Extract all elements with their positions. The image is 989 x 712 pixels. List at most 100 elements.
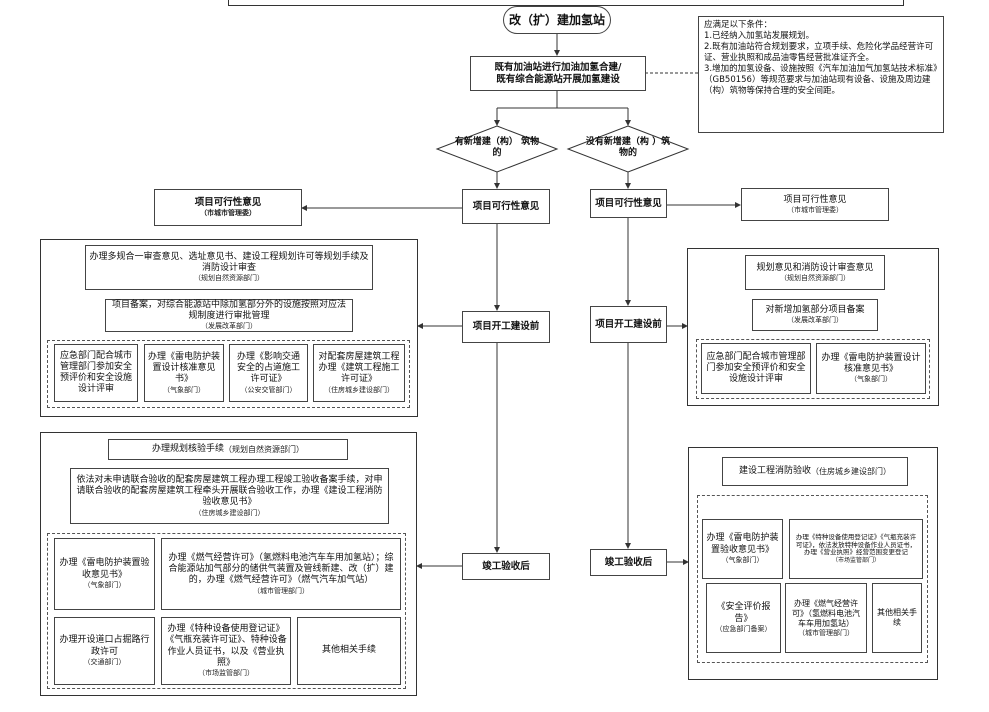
left-completion-subgroup <box>47 533 406 689</box>
left-completion-lightning-dept: （气象部门） <box>83 580 126 589</box>
left-completion-other: 其他相关手续 <box>297 617 401 685</box>
main-process-box: 既有加油站进行加油加氢合建/ 既有综合能源站开展加氢建设 <box>470 56 646 91</box>
right-completion-lightning: 办理《雷电防护装置验收意见书》 （气象部门） <box>702 519 783 579</box>
decision-right-line2: ）筑物的 <box>618 137 671 159</box>
right-build-lightning-dept: （气象部门） <box>850 375 892 384</box>
left-stage-start-build-label: 项目开工建设前 <box>472 321 540 333</box>
top-frame-edge <box>228 0 904 6</box>
left-completion-special-text: 办理《特种设备使用登记证》《气瓶充装许可证》、特种设备作业人员证书，以及《营业执… <box>165 624 287 668</box>
left-build-filing-text: 项目备案，对综合能源站中除加氢部分外的设施按照对应法规制度进行审批管理 <box>111 299 346 322</box>
left-stage-start-build: 项目开工建设前 <box>462 311 550 343</box>
left-completion-other-text: 其他相关手续 <box>321 645 376 656</box>
right-build-lightning-text: 办理《雷电防护装置设计核准意见书》 <box>821 352 921 375</box>
condition-3: 3.增加的加氢设备、设施按照《汽车加油加气加氢站技术标准》（GB50156）等规… <box>704 64 938 97</box>
left-build-safety: 应急部门配合城市管理部门参加安全预评价和安全设施设计评审 <box>54 344 138 402</box>
right-completion-lightning-dept: （气象部门） <box>721 555 764 564</box>
left-completion-special-dept: （市场监管部门） <box>198 669 254 678</box>
right-build-safety-text: 应急部门配合城市管理部门参加安全预评价和安全设施设计评审 <box>706 351 806 385</box>
right-completion-other-text: 其他相关手续 <box>877 608 917 627</box>
main-line1: 既有加油站进行加油加氢合建/ <box>494 61 622 73</box>
start-label: 改（扩）建加氢站 <box>508 12 605 27</box>
condition-1: 1.已经纳入加氢站发展规划。 <box>704 31 815 42</box>
right-build-filing: 对新增加氢部分项目备案 （发展改革部门） <box>752 299 878 331</box>
right-build-planning-text: 规划意见和消防设计审查意见 <box>756 262 874 273</box>
left-stage-feasibility: 项目可行性意见 <box>462 189 550 224</box>
left-build-lightning-text: 办理《雷电防护装置设计核准意见书》 <box>148 351 221 385</box>
left-completion-verify: 办理规划核验手续 （规划自然资源部门） <box>108 439 348 460</box>
right-build-planning-dept: （规划自然资源部门） <box>780 273 850 282</box>
right-build-safety: 应急部门配合城市管理部门参加安全预评价和安全设施设计评审 <box>701 343 811 394</box>
left-build-planning: 办理多规合一审查意见、选址意见书、建设工程规划许可等规划手续及消防设计审查 （规… <box>85 245 373 290</box>
left-stage-completion: 竣工验收后 <box>462 553 550 580</box>
left-completion-special: 办理《特种设备使用登记证》《气瓶充装许可证》、特种设备作业人员证书，以及《营业执… <box>161 617 291 685</box>
left-completion-verify-text: 办理规划核验手续 <box>151 443 224 454</box>
left-completion-lightning: 办理《雷电防护装置验收意见书》 （气象部门） <box>54 538 155 610</box>
left-completion-road: 办理开设道口占掘路行政许可 （交通部门） <box>54 617 155 685</box>
decision-left-line1: 有新增建（构） <box>454 137 518 147</box>
right-build-lightning: 办理《雷电防护装置设计核准意见书》 （气象部门） <box>816 343 926 394</box>
decision-diamond-right <box>566 125 690 173</box>
left-build-traffic: 办理《影响交通安全的占道施工许可证》 （公安交管部门） <box>229 344 308 402</box>
main-line2: 既有综合能源站开展加氢建设 <box>496 73 620 85</box>
left-completion-gas-text: 办理《燃气经营许可》（氢燃料电池汽车车用加氢站）；综合能源站加气部分的储供气装置… <box>168 552 394 586</box>
left-completion-verify-dept: （规划自然资源部门） <box>224 444 304 454</box>
right-completion-special: 办理《特种设备使用登记证》《气瓶充装许可证》，依法发放特种设备作业人员证书，办理… <box>789 519 923 579</box>
right-feasibility-box: 项目可行性意见 （市城市管理委） <box>741 188 889 221</box>
left-build-planning-dept: （规划自然资源部门） <box>194 274 264 283</box>
decision-diamond-left <box>435 125 559 173</box>
left-completion-acceptance-text: 依法对未申请联合验收的配套房屋建筑工程办理工程竣工验收备案手续，对申请联合验收的… <box>76 474 383 508</box>
left-build-lightning-dept: （气象部门） <box>163 385 205 394</box>
left-build-filing: 项目备案，对综合能源站中除加氢部分外的设施按照对应法规制度进行审批管理 （发展改… <box>105 299 353 332</box>
right-build-filing-dept: （发展改革部门） <box>787 316 843 325</box>
left-feasibility-title: 项目可行性意见 <box>194 197 262 209</box>
conditions-title: 应满足以下条件： <box>704 20 773 30</box>
left-build-subgroup <box>47 340 410 408</box>
left-build-safety-text: 应急部门配合城市管理部门参加安全预评价和安全设施设计评审 <box>59 350 132 395</box>
left-build-traffic-text: 办理《影响交通安全的占道施工许可证》 <box>236 351 300 385</box>
right-build-filing-text: 对新增加氢部分项目备案 <box>765 305 865 315</box>
left-completion-gas: 办理《燃气经营许可》（氢燃料电池汽车车用加氢站）；综合能源站加气部分的储供气装置… <box>161 538 401 610</box>
right-completion-lightning-text: 办理《雷电防护装置验收意见书》 <box>706 533 779 555</box>
right-completion-fire: 建设工程消防验收 （住房城乡建设部门） <box>722 457 908 486</box>
conditions-box: 应满足以下条件： 1.已经纳入加氢站发展规划。 2.既有加油站符合规划要求，立项… <box>698 16 944 133</box>
right-completion-safety-report: 《安全评价报告》 （应急部门备案） <box>706 583 781 653</box>
start-terminal: 改（扩）建加氢站 <box>503 6 611 34</box>
left-build-planning-text: 办理多规合一审查意见、选址意见书、建设工程规划许可等规划手续及消防设计审查 <box>89 251 369 274</box>
left-stage-completion-label: 竣工验收后 <box>482 560 530 572</box>
right-completion-safety-report-dept: （应急部门备案） <box>715 624 772 633</box>
decision-left-line2: 筑物的 <box>492 137 540 159</box>
decision-right-line1: 没有新增建（构 <box>585 137 649 147</box>
left-stage-feasibility-label: 项目可行性意见 <box>472 200 540 212</box>
left-build-filing-dept: （发展改革部门） <box>201 322 257 331</box>
decision-left-text: 有新增建（构） 筑物的 <box>451 137 543 160</box>
decision-right-text: 没有新增建（构 ）筑物的 <box>582 137 674 160</box>
left-completion-lightning-text: 办理《雷电防护装置验收意见书》 <box>59 558 150 580</box>
left-completion-gas-dept: （城市管理部门） <box>253 586 309 595</box>
right-feasibility-dept: （市城市管理委） <box>787 205 843 214</box>
right-completion-gas: 办理《燃气经营许可》（氢燃料电池汽车车用加氢站） （城市管理部门） <box>785 583 867 653</box>
right-build-subgroup <box>696 339 930 399</box>
left-build-traffic-dept: （公安交管部门） <box>240 385 297 394</box>
left-build-construction-text: 对配套房屋建筑工程办理《建筑工程施工许可证》 <box>318 351 400 385</box>
right-stage-start-build: 项目开工建设前 <box>590 306 667 343</box>
right-stage-feasibility: 项目可行性意见 <box>590 189 667 218</box>
condition-2: 2.既有加油站符合规划要求，立项手续、危险化学品经营许可证、营业执照和成品油零售… <box>704 42 934 64</box>
left-feasibility-box: 项目可行性意见 （市城市管理委） <box>154 189 302 226</box>
right-stage-completion-label: 竣工验收后 <box>604 556 653 568</box>
right-completion-gas-text: 办理《燃气经营许可》（氢燃料电池汽车车用加氢站） <box>792 598 860 628</box>
right-completion-fire-text: 建设工程消防验收 <box>738 465 811 476</box>
right-stage-start-build-label: 项目开工建设前 <box>595 318 662 330</box>
right-stage-feasibility-label: 项目可行性意见 <box>595 197 662 209</box>
left-completion-road-text: 办理开设道口占掘路行政许可 <box>59 635 150 657</box>
left-completion-acceptance: 依法对未申请联合验收的配套房屋建筑工程办理工程竣工验收备案手续，对申请联合验收的… <box>70 468 389 524</box>
right-build-planning: 规划意见和消防设计审查意见 （规划自然资源部门） <box>745 255 885 290</box>
right-feasibility-title: 项目可行性意见 <box>783 194 847 205</box>
left-build-construction: 对配套房屋建筑工程办理《建筑工程施工许可证》 （住房城乡建设部门） <box>313 344 405 402</box>
right-completion-gas-dept: （城市管理部门） <box>798 628 854 637</box>
left-feasibility-dept: （市城市管理委） <box>200 209 256 218</box>
right-stage-completion: 竣工验收后 <box>590 549 667 576</box>
left-build-construction-dept: （住房城乡建设部门） <box>324 385 394 394</box>
right-completion-fire-dept: （住房城乡建设部门） <box>811 466 891 476</box>
left-build-lightning: 办理《雷电防护装置设计核准意见书》 （气象部门） <box>144 344 224 402</box>
